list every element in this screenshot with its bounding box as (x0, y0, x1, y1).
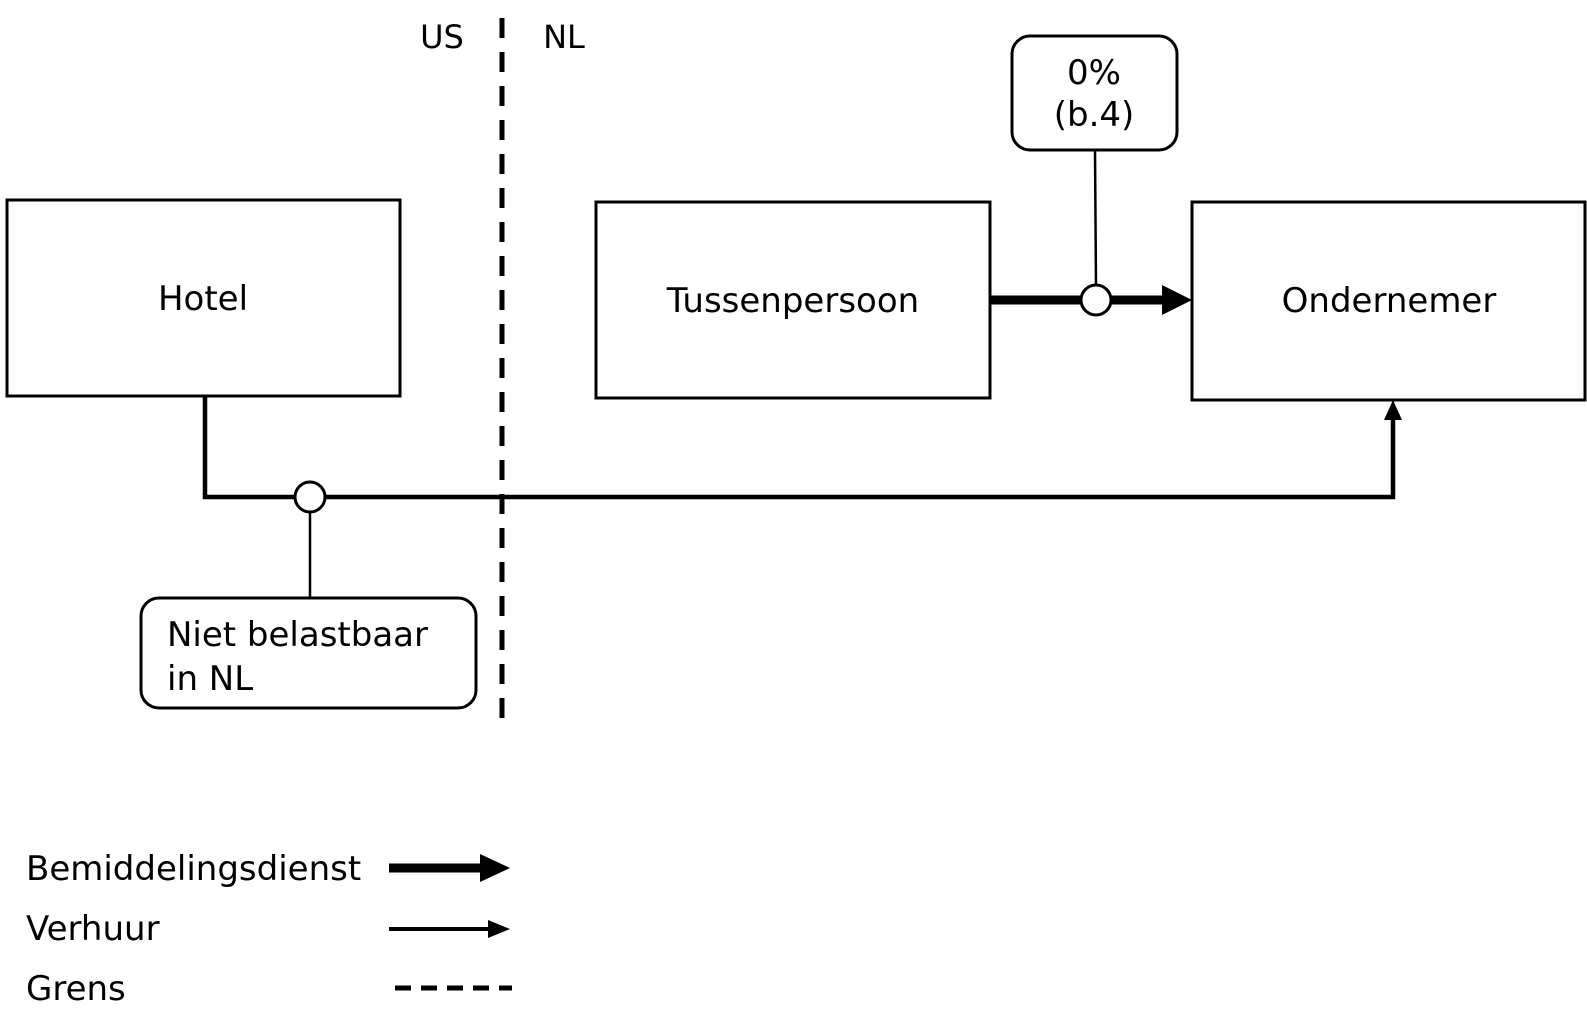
region-label-us: US (420, 18, 464, 56)
rate-node-circle (1079, 283, 1113, 317)
rate-callout-line2: (b.4) (1054, 95, 1135, 135)
mediation-arrow-head (1162, 285, 1192, 315)
rate-callout-box (1010, 34, 1179, 152)
not-taxable-callout-line2: in NL (167, 659, 253, 699)
not-taxable-node-circle (293, 480, 327, 514)
not-taxable-callout-line1: Niet belastbaar (167, 615, 428, 655)
entrepreneur-box (1190, 200, 1587, 402)
legend-label-rental: Verhuur (26, 909, 160, 949)
intermediary-label: Tussenpersoon (666, 281, 919, 321)
legend: Bemiddelingsdienst Verhuur Grens (26, 849, 512, 1009)
legend-label-border: Grens (26, 969, 126, 1009)
region-label-nl: NL (543, 18, 585, 56)
rental-flow-line (202, 396, 1396, 500)
legend-mediation-arrow-head (480, 854, 510, 882)
legend-label-mediation: Bemiddelingsdienst (26, 849, 361, 889)
rate-callout-connector (1093, 149, 1098, 287)
rental-flow-arrow-head (1384, 400, 1402, 420)
hotel-label: Hotel (158, 279, 248, 319)
not-taxable-callout-box (139, 596, 478, 710)
legend-rental-arrow-head (488, 920, 510, 938)
intermediary-box (594, 200, 992, 400)
rate-callout-line1: 0% (1067, 53, 1121, 93)
entrepreneur-label: Ondernemer (1282, 281, 1497, 321)
